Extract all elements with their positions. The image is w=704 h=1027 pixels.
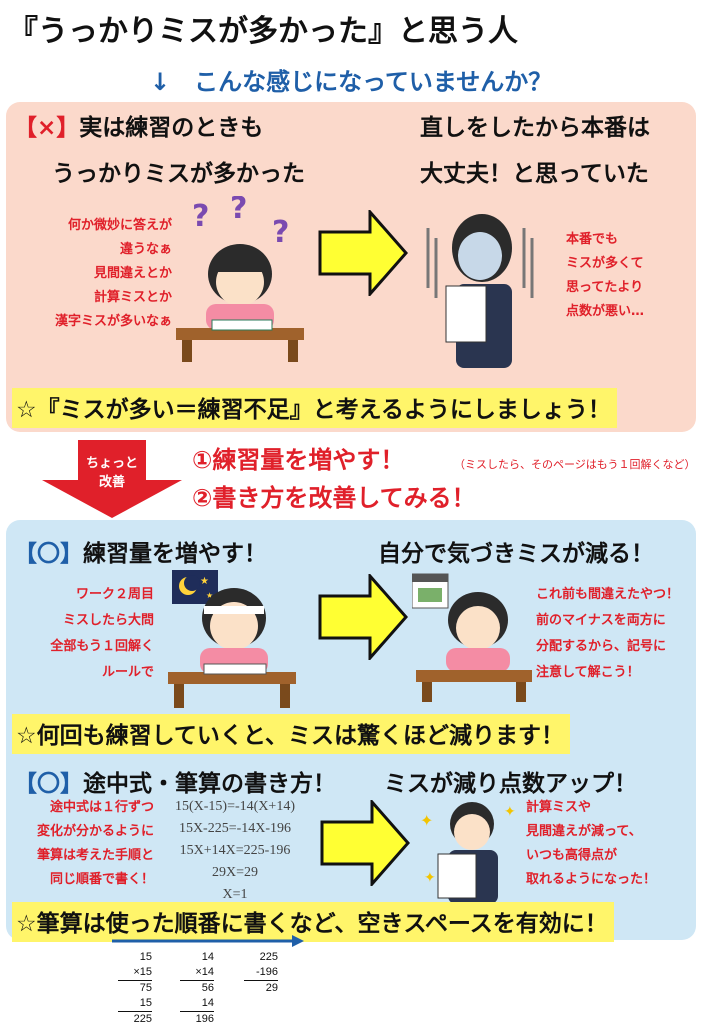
note-line: 見間違えが減って、	[526, 824, 642, 839]
question-mark-icon: ?	[192, 199, 209, 234]
section1-head-right-2: 大丈夫！と思っていた	[420, 161, 649, 187]
note-line: 何か微妙に答えが	[67, 218, 172, 233]
note-line: 計算ミスや	[526, 800, 592, 815]
note-line: 思ってたより	[566, 280, 644, 295]
page-title: 『うっかりミスが多かった』と思う人	[8, 14, 518, 49]
down-label-line: ちょっと	[85, 456, 138, 471]
section2-left-notes: ワーク２周目 ミスしたら大問 全部もう１回解く ルールで	[22, 582, 154, 686]
section1-right-notes: 本番でも ミスが多くて 思ってたより 点数が悪い…	[566, 228, 644, 324]
step-2: ②書き方を改善してみる！	[192, 484, 476, 512]
down-label-line: 改善	[98, 475, 125, 490]
scratch-column-2: 14 ×14 56 14 196	[180, 950, 214, 1027]
star-icon: ★	[206, 591, 213, 600]
down-arrow-icon	[42, 440, 182, 518]
section3-banner: ☆筆算は使った順番に書くなど、空きスペースを有効に！	[12, 902, 614, 942]
equation-line: X=1	[222, 887, 248, 902]
section1-head-right-1: 直しをしたから本番は	[420, 115, 650, 141]
section3-head-left-text: 途中式・筆算の書き方！	[83, 771, 336, 797]
section2-head-right: 自分で気づきミスが減る！	[378, 541, 654, 567]
note-line: 前のマイナスを両方に	[536, 613, 666, 628]
step-1-note: （ミスしたら、そのページはもう１回解くなど）	[454, 458, 696, 471]
star-icon: ★	[200, 576, 209, 587]
section3-head-left: 【〇】途中式・筆算の書き方！	[14, 764, 336, 798]
note-line: 点数が悪い…	[566, 304, 645, 319]
note-line: これ前も間違えたやつ！	[536, 587, 680, 602]
note-line: 同じ順番で書く！	[49, 872, 154, 887]
equation-line: 29X=29	[211, 865, 258, 880]
scratch-line: ×15	[118, 965, 152, 981]
calendar-icon	[418, 588, 442, 602]
happy-student-illustration: ✦ ✦ ✦	[420, 802, 516, 904]
scratch-column-1: 15 ×15 75 15 225	[118, 950, 152, 1027]
scratch-line: 75	[139, 982, 152, 994]
note-line: 本番でも	[566, 232, 619, 247]
note-line: 注意して解こう！	[536, 665, 640, 680]
scratch-line: 225	[133, 1013, 152, 1025]
shocked-student-illustration	[426, 214, 534, 368]
scratch-line: 56	[201, 982, 214, 994]
section3-right-notes: 計算ミスや 見間違えが減って、 いつも高得点が 取れるようになった！	[526, 796, 656, 892]
section2-banner: ☆何回も練習していくと、ミスは驚くほど減ります！	[12, 714, 571, 754]
sparkle-icon: ✦	[420, 811, 433, 830]
note-line: 違うなぁ	[119, 242, 172, 257]
note-line: 変化が分かるように	[36, 824, 154, 839]
worried-student-illustration: ? ? ?	[176, 196, 304, 362]
scratch-line: 14	[201, 951, 214, 963]
right-arrow-icon	[318, 574, 408, 660]
note-line: ミスしたら大問	[62, 613, 154, 628]
page-subtitle: ↓ こんな感じになっていませんか？	[150, 68, 553, 96]
note-line: 計算ミスとか	[93, 290, 172, 305]
scratch-column-3: 225 -196 29	[244, 950, 278, 996]
section1-banner: ☆『ミスが多い＝練習不足』と考えるようにしましょう！	[12, 388, 617, 428]
circle-mark: 【〇】	[14, 541, 83, 567]
note-line: ミスが多くて	[566, 256, 644, 271]
section1-head-left-1-text: 実は練習のときも	[79, 115, 264, 141]
section3-head-right: ミスが減り点数アップ！	[384, 771, 637, 797]
scratch-line: 29	[265, 982, 278, 994]
scratch-line: -196	[244, 965, 278, 981]
section1-left-notes: 何か微妙に答えが 違うなぁ 見間違えとか 計算ミスとか 漢字ミスが多いなぁ	[22, 214, 172, 334]
sparkle-icon: ✦	[504, 804, 516, 820]
section3-left-notes: 途中式は１行ずつ 変化が分かるように 筆算は考えた手順と 同じ順番で書く！	[18, 796, 154, 892]
section2-head-left-text: 練習量を増やす！	[83, 541, 267, 567]
step-1: ①練習量を増やす！	[192, 446, 405, 474]
scratch-line: 15	[118, 996, 152, 1012]
sparkle-icon: ✦	[424, 870, 436, 886]
section1-head-left-1: 【×】実は練習のときも	[14, 108, 263, 142]
equation-steps: 15(X-15)=-14(X+14) 15X-225=-14X-196 15X+…	[160, 796, 310, 906]
scratch-line: 196	[195, 1013, 214, 1025]
note-line: 漢字ミスが多いなぁ	[54, 314, 172, 329]
note-line: 途中式は１行ずつ	[49, 800, 154, 815]
section2-right-notes: これ前も間違えたやつ！ 前のマイナスを両方に 分配するから、記号に 注意して解こ…	[536, 582, 679, 686]
question-mark-icon: ?	[230, 196, 247, 226]
scratch-line: 14	[180, 996, 214, 1012]
equation-line: 15X-225=-14X-196	[178, 821, 292, 836]
note-line: 筆算は考えた手順と	[36, 848, 154, 863]
note-line: ワーク２周目	[75, 587, 154, 602]
cross-mark: 【×】	[14, 115, 80, 141]
equation-line: 15(X-15)=-14(X+14)	[175, 799, 295, 814]
scratch-line: 15	[139, 951, 152, 963]
scratch-line: ×14	[180, 965, 214, 981]
right-arrow-icon	[318, 210, 408, 296]
scratch-line: 225	[259, 951, 278, 963]
section1-head-left-2: うっかりミスが多かった	[52, 161, 305, 187]
note-line: 分配するから、記号に	[536, 639, 667, 654]
section2-head-left: 【〇】練習量を増やす！	[14, 534, 267, 568]
note-line: 全部もう１回解く	[50, 639, 154, 654]
note-line: いつも高得点が	[526, 848, 618, 863]
equation-line: 15X+14X=225-196	[179, 843, 291, 858]
question-mark-icon: ?	[272, 215, 289, 250]
note-line: ルールで	[101, 665, 154, 680]
blue-arrow-icon	[112, 935, 304, 947]
down-arrow-label: ちょっと 改善	[70, 452, 154, 490]
focused-student-illustration	[412, 573, 532, 702]
studying-student-illustration: ★ ★	[168, 570, 296, 708]
note-line: 取れるようになった！	[526, 872, 657, 887]
right-arrow-icon	[320, 800, 410, 886]
note-line: 見間違えとか	[93, 266, 172, 281]
circle-mark: 【〇】	[14, 771, 83, 797]
